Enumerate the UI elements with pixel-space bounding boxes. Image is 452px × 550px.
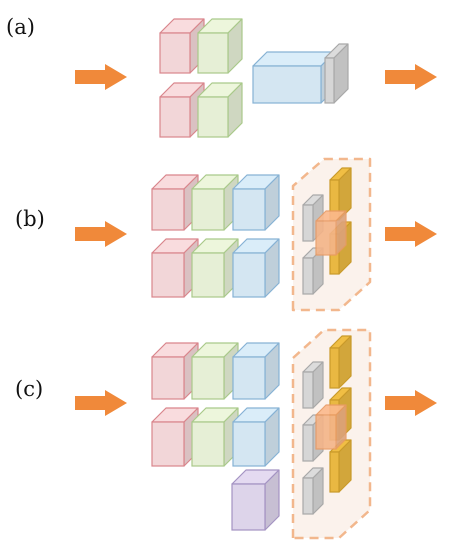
blue-block-c2 bbox=[232, 407, 280, 467]
red-block-a1 bbox=[159, 18, 205, 74]
output-arrow-c bbox=[385, 390, 437, 416]
output-arrow-a bbox=[385, 64, 437, 90]
panel-c-label: (c) bbox=[15, 377, 44, 401]
input-arrow-c bbox=[75, 390, 127, 416]
orange-highlight-c bbox=[315, 404, 347, 450]
gold-slab-c1 bbox=[329, 335, 352, 389]
purple-block-c bbox=[231, 469, 280, 531]
red-block-b1 bbox=[151, 174, 199, 231]
green-block-b1 bbox=[191, 174, 239, 231]
green-block-a2 bbox=[197, 82, 243, 138]
green-block-c1 bbox=[191, 342, 239, 400]
green-block-b2 bbox=[191, 238, 239, 298]
output-arrow-b bbox=[385, 221, 437, 247]
blue-block-b2 bbox=[232, 238, 280, 298]
blue-block-c1 bbox=[232, 342, 280, 400]
green-block-a1 bbox=[197, 18, 243, 74]
gold-slab-c3 bbox=[329, 439, 352, 493]
panel-b-label: (b) bbox=[15, 207, 45, 231]
blue-block-b1 bbox=[232, 174, 280, 231]
blue-block-a bbox=[252, 51, 336, 104]
gray-block-a bbox=[324, 43, 349, 104]
input-arrow-b bbox=[75, 221, 127, 247]
red-block-b2 bbox=[151, 238, 199, 298]
red-block-a2 bbox=[159, 82, 205, 138]
red-block-c1 bbox=[151, 342, 199, 400]
orange-highlight-b bbox=[315, 210, 347, 256]
gray-slab-c1 bbox=[302, 361, 324, 409]
panel-a-label: (a) bbox=[6, 15, 35, 39]
green-block-c2 bbox=[191, 407, 239, 467]
input-arrow-a bbox=[75, 64, 127, 90]
gray-slab-c3 bbox=[302, 467, 324, 515]
red-block-c2 bbox=[151, 407, 199, 467]
